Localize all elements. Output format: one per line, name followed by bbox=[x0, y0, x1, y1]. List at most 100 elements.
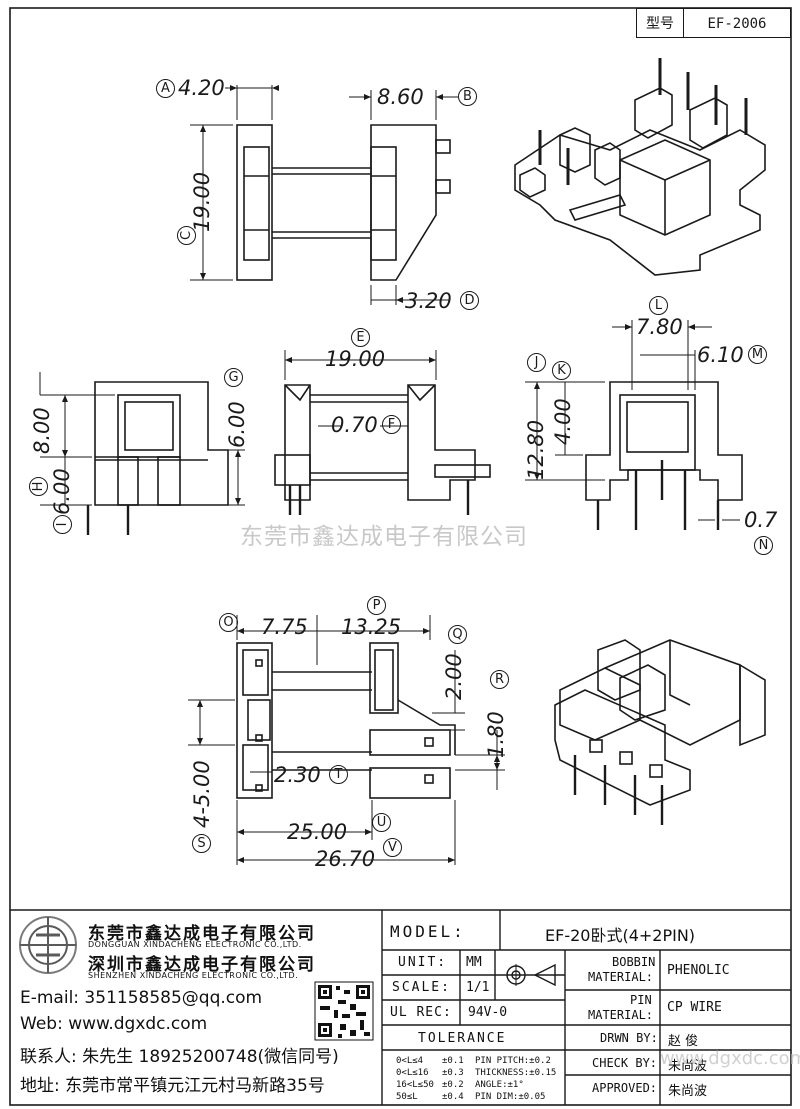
dim-t-value: 2.30 bbox=[274, 763, 321, 787]
dim-v-value: 26.70 bbox=[315, 847, 376, 871]
dim-label-m: M bbox=[748, 345, 767, 364]
tol-range-2: 0<L≤16 bbox=[396, 1068, 429, 1078]
dim-j-value: 12.80 bbox=[524, 419, 548, 480]
drwn-value: 赵 俊 bbox=[668, 1034, 699, 1049]
ulrec-value: 94V-0 bbox=[468, 1005, 508, 1020]
dim-label-p: P bbox=[367, 596, 386, 615]
dim-label-l: L bbox=[649, 296, 668, 315]
company-web: Web: www.dgxdc.com bbox=[20, 1014, 208, 1034]
dim-p-value: 13.25 bbox=[341, 615, 402, 639]
dim-label-r: R bbox=[490, 670, 509, 689]
bobbin-label-2: MATERIAL: bbox=[588, 970, 654, 984]
dim-label-d: D bbox=[460, 291, 479, 310]
dim-label-j: J bbox=[527, 353, 546, 372]
dim-r-value: 1.80 bbox=[484, 711, 508, 758]
company-contact: 联系人: 朱先生 18925200748(微信同号) bbox=[20, 1047, 339, 1067]
pin-value: CP WIRE bbox=[667, 1000, 722, 1015]
tol-range-4: 50≤L bbox=[396, 1092, 418, 1102]
check-value: 朱尚波 bbox=[668, 1059, 708, 1074]
sheet-frame bbox=[9, 7, 792, 1106]
dim-q-value: 2.00 bbox=[442, 653, 466, 700]
dim-label-u: U bbox=[372, 813, 391, 832]
view-side-middle bbox=[274, 350, 491, 515]
view-front-right bbox=[525, 320, 743, 530]
dim-a-value: 4.20 bbox=[178, 76, 225, 100]
dim-label-o: O bbox=[219, 613, 238, 632]
dim-m-value: 6.10 bbox=[697, 343, 744, 367]
view-plan-bottom bbox=[188, 615, 505, 865]
bobbin-label-1: BOBBIN bbox=[612, 955, 656, 969]
dim-label-n: N bbox=[754, 536, 773, 555]
dim-label-c: C bbox=[177, 226, 196, 245]
company-name-en-1: DONGGUAN XINDACHENG ELECTRONIC CO.,LTD. bbox=[88, 940, 302, 949]
view-side-top bbox=[190, 85, 458, 305]
dim-label-i: I bbox=[53, 515, 72, 534]
dim-label-k: K bbox=[552, 361, 571, 380]
ulrec-label: UL REC: bbox=[390, 1005, 452, 1020]
dim-label-f: F bbox=[382, 415, 401, 434]
check-label: CHECK BY: bbox=[592, 1056, 658, 1070]
dim-c-value: 19.00 bbox=[190, 171, 214, 232]
approved-label: APPROVED: bbox=[592, 1081, 658, 1095]
tol-range-3: 16<L≤50 bbox=[396, 1080, 434, 1090]
dim-i-value: 6.00 bbox=[50, 468, 74, 515]
drwn-label: DRWN BY: bbox=[600, 1031, 658, 1045]
model-code-value: EF-2006 bbox=[683, 8, 791, 38]
pin-label-1: PIN bbox=[630, 993, 652, 1007]
dim-label-a: A bbox=[156, 79, 175, 98]
tol-item-1: PIN PITCH:±0.2 bbox=[475, 1056, 551, 1066]
arrowheads bbox=[62, 85, 695, 863]
tol-value-2: ±0.3 bbox=[442, 1068, 464, 1078]
company-email: E-mail: 351158585@qq.com bbox=[20, 988, 263, 1008]
company-name-cn-1: 东莞市鑫达成电子有限公司 bbox=[88, 924, 316, 944]
scale-value: 1/1 bbox=[466, 980, 490, 995]
unit-label: UNIT: bbox=[398, 955, 448, 970]
dim-label-h: H bbox=[29, 477, 48, 496]
company-watermark: 东莞市鑫达成电子有限公司 bbox=[240, 524, 528, 550]
tol-item-3: ANGLE:±1° bbox=[475, 1080, 524, 1090]
tol-item-4: PIN DIM:±0.05 bbox=[475, 1092, 546, 1102]
company-logo bbox=[19, 916, 77, 974]
view-iso-bottom bbox=[554, 639, 766, 825]
company-name-en-2: SHENZHEN XINDACHENG ELECTRONIC CO.,LTD. bbox=[88, 971, 299, 980]
company-name-cn-2: 深圳市鑫达成电子有限公司 bbox=[88, 955, 316, 975]
dim-b-value: 8.60 bbox=[377, 85, 424, 109]
dim-l-value: 7.80 bbox=[636, 315, 683, 339]
tol-value-1: ±0.1 bbox=[442, 1056, 464, 1066]
dim-f-value: 0.70 bbox=[331, 413, 378, 437]
tol-value-3: ±0.2 bbox=[442, 1080, 464, 1090]
qr-code bbox=[314, 981, 374, 1041]
bobbin-value: PHENOLIC bbox=[667, 963, 730, 978]
dim-h-value: 8.00 bbox=[30, 407, 54, 454]
dim-k-value: 4.00 bbox=[551, 398, 575, 445]
model-label: MODEL: bbox=[390, 922, 466, 941]
tol-range-1: 0<L≤4 bbox=[396, 1056, 424, 1066]
dim-label-s: S bbox=[192, 834, 211, 853]
scale-label: SCALE: bbox=[392, 980, 451, 995]
approved-value: 朱尚波 bbox=[668, 1084, 708, 1099]
dim-u-value: 25.00 bbox=[287, 820, 348, 844]
dim-label-q: Q bbox=[448, 625, 467, 644]
unit-value: MM bbox=[466, 955, 482, 970]
tol-value-4: ±0.4 bbox=[442, 1092, 464, 1102]
dim-label-e: E bbox=[351, 328, 370, 347]
title-block-grid bbox=[381, 910, 791, 1105]
dim-label-g: G bbox=[224, 368, 243, 387]
dim-label-v: V bbox=[383, 838, 402, 857]
model-value: EF-20卧式(4+2PIN) bbox=[545, 926, 696, 945]
pin-label-2: MATERIAL: bbox=[588, 1008, 654, 1022]
dim-label-t: T bbox=[329, 765, 348, 784]
dim-g-value: 6.00 bbox=[225, 401, 249, 448]
tolerance-label: TOLERANCE bbox=[418, 1031, 507, 1046]
dim-d-value: 3.20 bbox=[405, 289, 452, 313]
dim-label-b: B bbox=[458, 87, 477, 106]
dim-n-value: 0.7 bbox=[744, 508, 778, 532]
view-front-left bbox=[39, 372, 245, 535]
model-code-label: 型号 bbox=[636, 8, 684, 38]
view-iso-top bbox=[514, 58, 766, 276]
site-watermark: www.dgxdc.com bbox=[660, 1048, 800, 1069]
tol-item-2: THICKNESS:±0.15 bbox=[475, 1068, 557, 1078]
dim-s-value: 4-5.00 bbox=[190, 760, 214, 828]
